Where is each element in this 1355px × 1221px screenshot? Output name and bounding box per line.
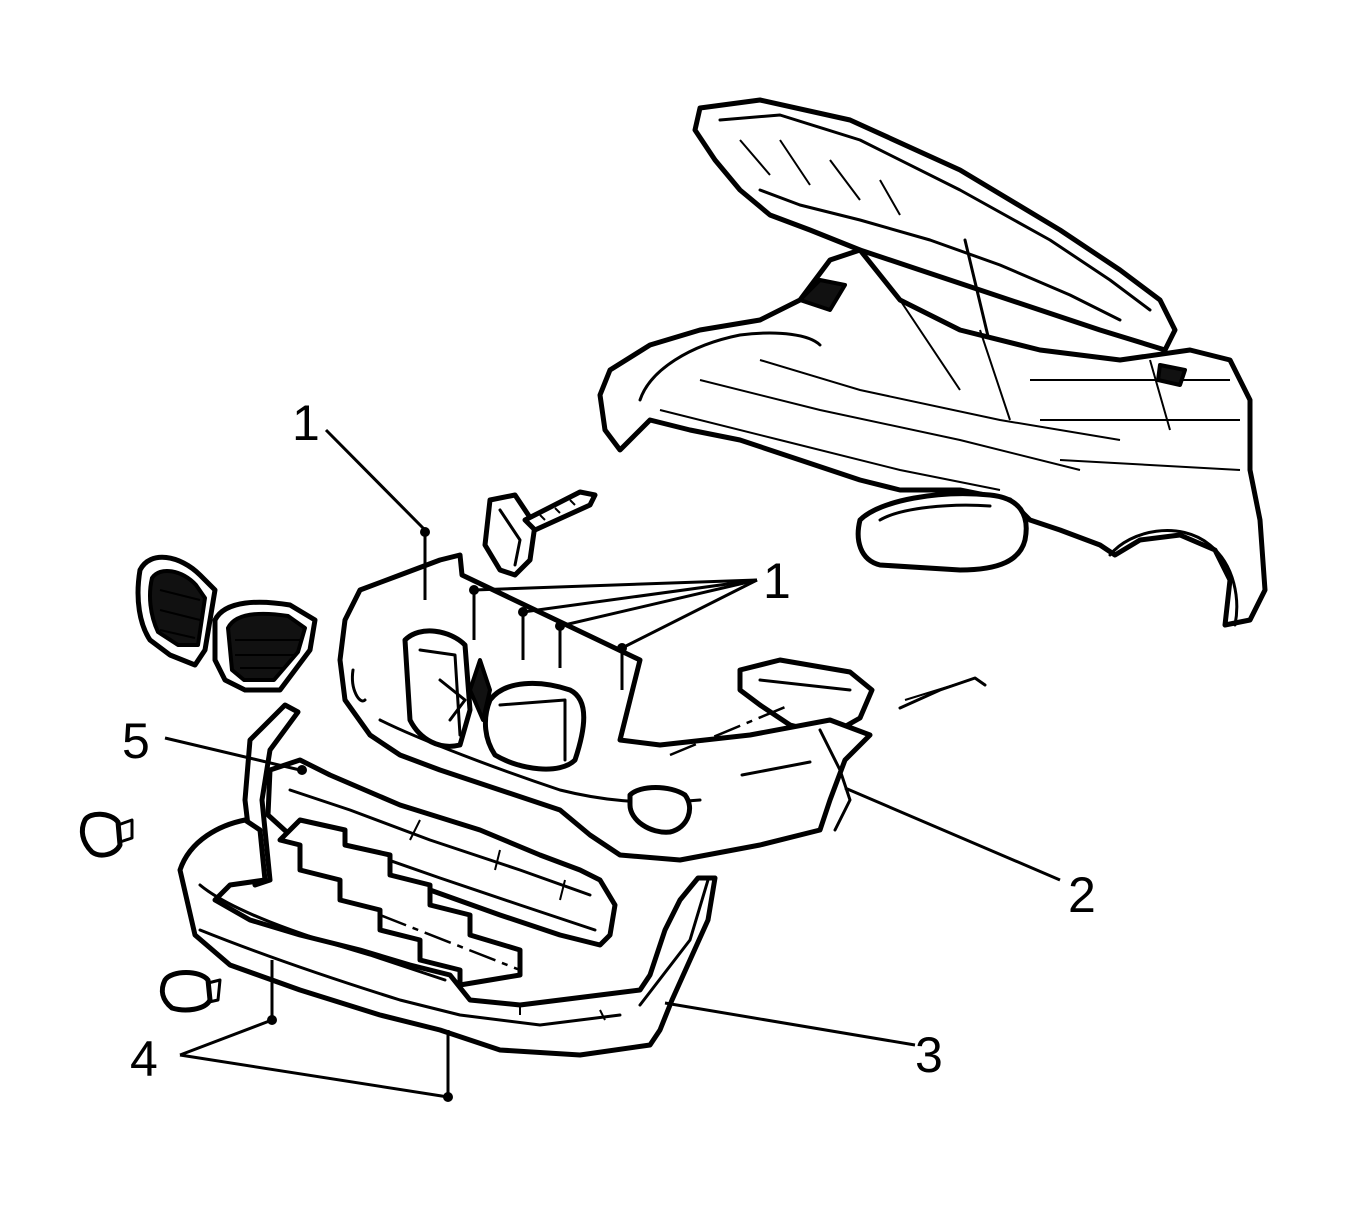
fog-lamp-lower-icon: [159, 970, 222, 1013]
fog-lamp-left-icon: [79, 811, 134, 858]
hood-and-fender-assembly-icon: [597, 97, 1268, 628]
callout-leaders: [164, 428, 1061, 1102]
lower-fascia-air-deflector-icon: [177, 817, 718, 1058]
callout-4: 4: [130, 1031, 158, 1087]
callout-2: 2: [1068, 867, 1096, 923]
fascia-support-icon: [242, 702, 618, 988]
callout-1-upper: 1: [292, 395, 320, 451]
callout-3: 3: [915, 1027, 943, 1083]
callout-5: 5: [122, 713, 150, 769]
headlamp-icon: [855, 491, 1029, 573]
grille-right-icon: [212, 599, 318, 693]
fascia-retainer-strip-icon: [522, 489, 598, 533]
callout-1-right: 1: [763, 553, 791, 609]
grille-left-icon: [135, 554, 218, 668]
fascia-bracket-icon: [737, 657, 987, 738]
headlamp-filler-icon: [482, 492, 538, 578]
